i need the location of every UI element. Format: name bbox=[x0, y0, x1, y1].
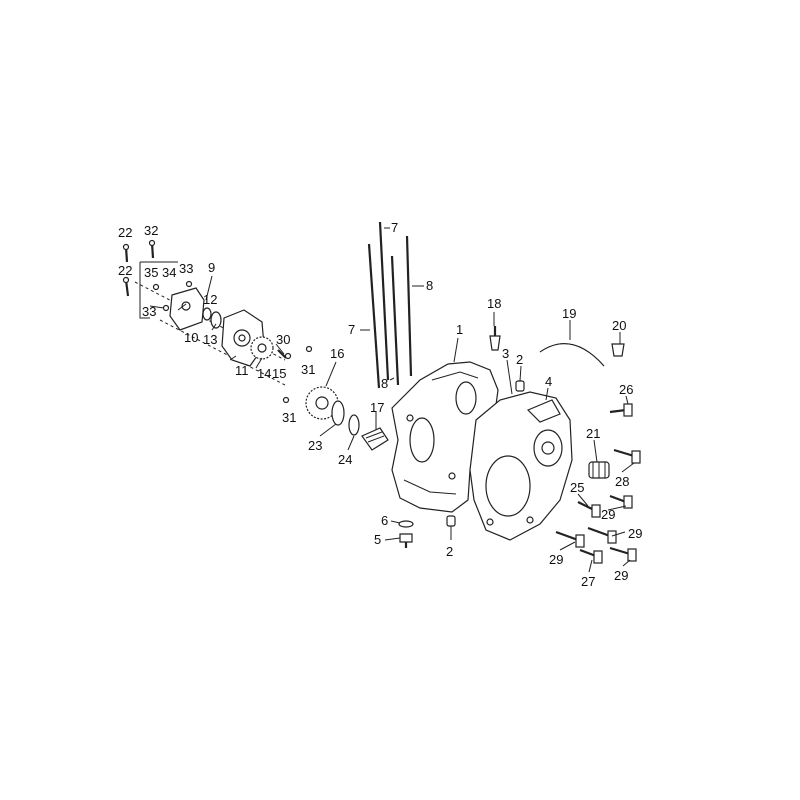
oring-24 bbox=[348, 414, 360, 436]
pin-33-top bbox=[185, 280, 193, 288]
bolt-27 bbox=[579, 548, 603, 564]
drain-bolt-5 bbox=[399, 533, 413, 543]
callout-32: 32 bbox=[144, 223, 158, 238]
callout-16: 16 bbox=[330, 346, 344, 361]
drain-group bbox=[398, 520, 414, 548]
bracket-4 bbox=[526, 399, 561, 423]
callout-35: 35 bbox=[144, 265, 158, 280]
callout-8-right: 8 bbox=[426, 278, 433, 293]
callout-21: 21 bbox=[586, 426, 600, 441]
callout-20: 20 bbox=[612, 318, 626, 333]
bolt-29-a bbox=[609, 494, 633, 509]
callout-24: 24 bbox=[338, 452, 352, 467]
callout-7-top: 7 bbox=[391, 220, 398, 235]
bolt-15 bbox=[277, 349, 287, 359]
bearing-21 bbox=[588, 461, 610, 479]
pin-30 bbox=[284, 352, 292, 360]
breather-18 bbox=[489, 335, 501, 351]
callout-33-top: 33 bbox=[179, 261, 193, 276]
callout-4: 4 bbox=[545, 374, 552, 389]
callout-2-top: 2 bbox=[516, 352, 523, 367]
oil-seal-23 bbox=[331, 400, 345, 426]
bolt-28 bbox=[613, 448, 641, 464]
stud-7-right bbox=[378, 221, 390, 381]
stud-bolts bbox=[367, 221, 413, 389]
callout-22-top: 22 bbox=[118, 225, 132, 240]
callout-29-c: 29 bbox=[549, 552, 563, 567]
leader-lines bbox=[149, 227, 635, 573]
bolt-29-c bbox=[555, 530, 585, 548]
callout-29-b: 29 bbox=[628, 526, 642, 541]
callout-5: 5 bbox=[374, 532, 381, 547]
callout-3: 3 bbox=[502, 346, 509, 361]
stud-7-left bbox=[367, 243, 381, 389]
stud-8-back bbox=[405, 235, 413, 377]
callout-30: 30 bbox=[276, 332, 290, 347]
callout-26: 26 bbox=[619, 382, 633, 397]
callout-18: 18 bbox=[487, 296, 501, 311]
callout-27: 27 bbox=[581, 574, 595, 589]
callout-22-bottom: 22 bbox=[118, 263, 132, 278]
bearing-bore bbox=[409, 417, 435, 463]
callout-14: 14 bbox=[257, 366, 271, 381]
clutch-bore bbox=[485, 455, 531, 517]
drive-sprocket-group bbox=[282, 345, 389, 451]
washer-6 bbox=[398, 520, 414, 528]
screw-22-bottom bbox=[122, 276, 130, 297]
fittings-group bbox=[446, 326, 625, 527]
callout-labels: 1 2 2 3 4 5 6 7 7 8 8 9 10 11 12 13 14 1… bbox=[118, 220, 642, 589]
callout-17: 17 bbox=[370, 400, 384, 415]
callout-34: 34 bbox=[162, 265, 176, 280]
callout-31-bottom: 31 bbox=[282, 410, 296, 425]
callout-25: 25 bbox=[570, 480, 584, 495]
callout-1: 1 bbox=[456, 322, 463, 337]
callout-9: 9 bbox=[208, 260, 215, 275]
callout-19: 19 bbox=[562, 306, 576, 321]
callout-15: 15 bbox=[272, 366, 286, 381]
crankcase-left bbox=[391, 361, 499, 513]
callout-12: 12 bbox=[203, 292, 217, 307]
callout-8-bottom: 8 bbox=[381, 376, 388, 391]
callout-33-bottom: 33 bbox=[142, 304, 156, 319]
callout-2-bottom: 2 bbox=[446, 544, 453, 559]
callout-13: 13 bbox=[203, 332, 217, 347]
callout-28: 28 bbox=[615, 474, 629, 489]
rotor-13 bbox=[210, 311, 222, 329]
crankcase-right bbox=[469, 391, 573, 541]
bolt-29-b bbox=[587, 526, 617, 544]
pin-31-bottom bbox=[282, 396, 290, 404]
callout-29-a: 29 bbox=[601, 507, 615, 522]
ring-12 bbox=[202, 307, 212, 321]
stud-8-front bbox=[390, 255, 400, 386]
pin-31-top bbox=[305, 345, 313, 353]
oil-pump-group bbox=[122, 239, 292, 386]
callout-29-d: 29 bbox=[614, 568, 628, 583]
callout-11: 11 bbox=[235, 363, 249, 378]
pin-33-bottom bbox=[162, 304, 170, 312]
callout-31-top: 31 bbox=[301, 362, 315, 377]
bolt-25 bbox=[577, 501, 601, 518]
callout-10: 10 bbox=[184, 330, 198, 345]
pin-34 bbox=[152, 283, 160, 291]
bolt-26 bbox=[609, 403, 633, 417]
dowel-2-bottom bbox=[446, 515, 456, 527]
dowel-2-top bbox=[515, 380, 525, 392]
bolt-29-d bbox=[609, 546, 637, 562]
clip-20 bbox=[611, 343, 625, 357]
callout-7-left: 7 bbox=[348, 322, 355, 337]
callout-6: 6 bbox=[381, 513, 388, 528]
screw-22-top bbox=[122, 243, 130, 263]
screw-32 bbox=[148, 239, 156, 259]
callout-23: 23 bbox=[308, 438, 322, 453]
